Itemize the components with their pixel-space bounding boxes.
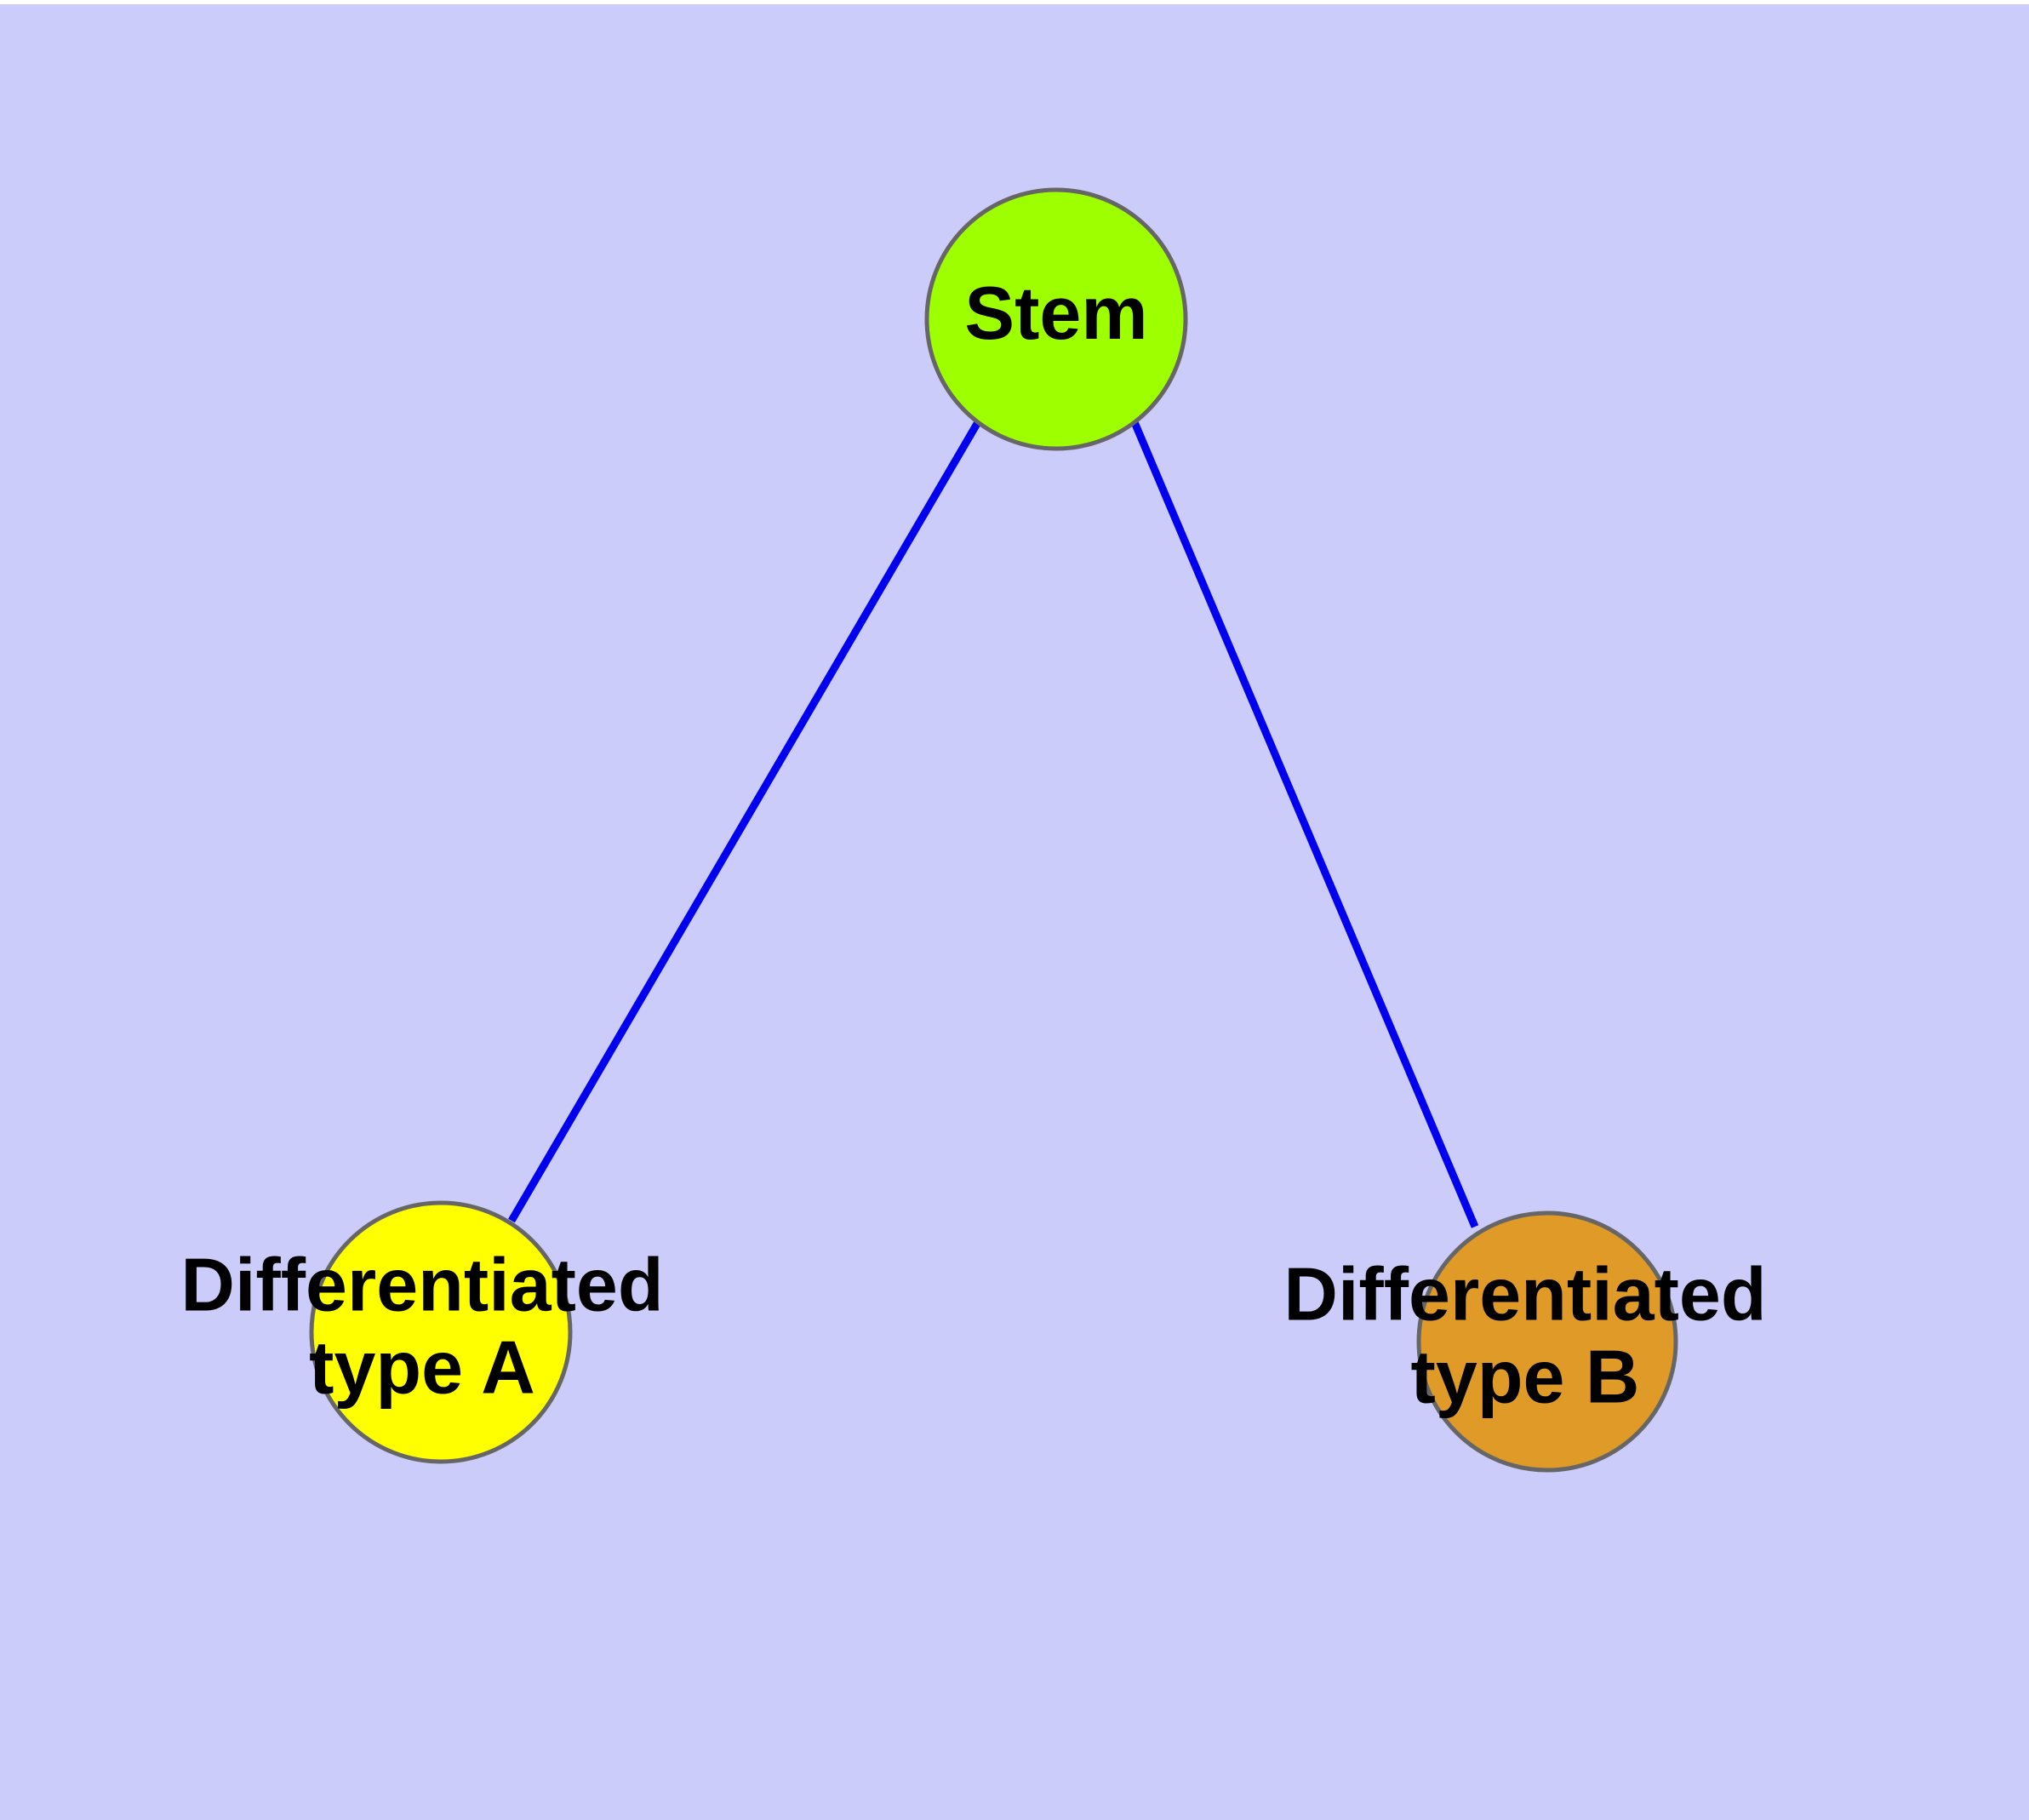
node-label-line: type A <box>309 1325 535 1410</box>
node-label-line: Stem <box>964 271 1147 355</box>
edges-layer <box>508 420 1479 1228</box>
node-diff_b[interactable] <box>1416 1210 1678 1473</box>
node-diff_a[interactable] <box>309 1200 573 1464</box>
node-label-line: Differentiated <box>180 1243 663 1327</box>
node-label-line: type B <box>1411 1335 1640 1419</box>
node-stem[interactable] <box>924 187 1188 451</box>
node-label-line: Differentiated <box>1283 1252 1766 1336</box>
nodes-layer <box>309 187 1678 1473</box>
node-label-stem: Stem <box>964 271 1147 355</box>
edge-stem-diff-a[interactable] <box>508 420 981 1223</box>
edge-stem-diff-b[interactable] <box>1130 421 1479 1228</box>
